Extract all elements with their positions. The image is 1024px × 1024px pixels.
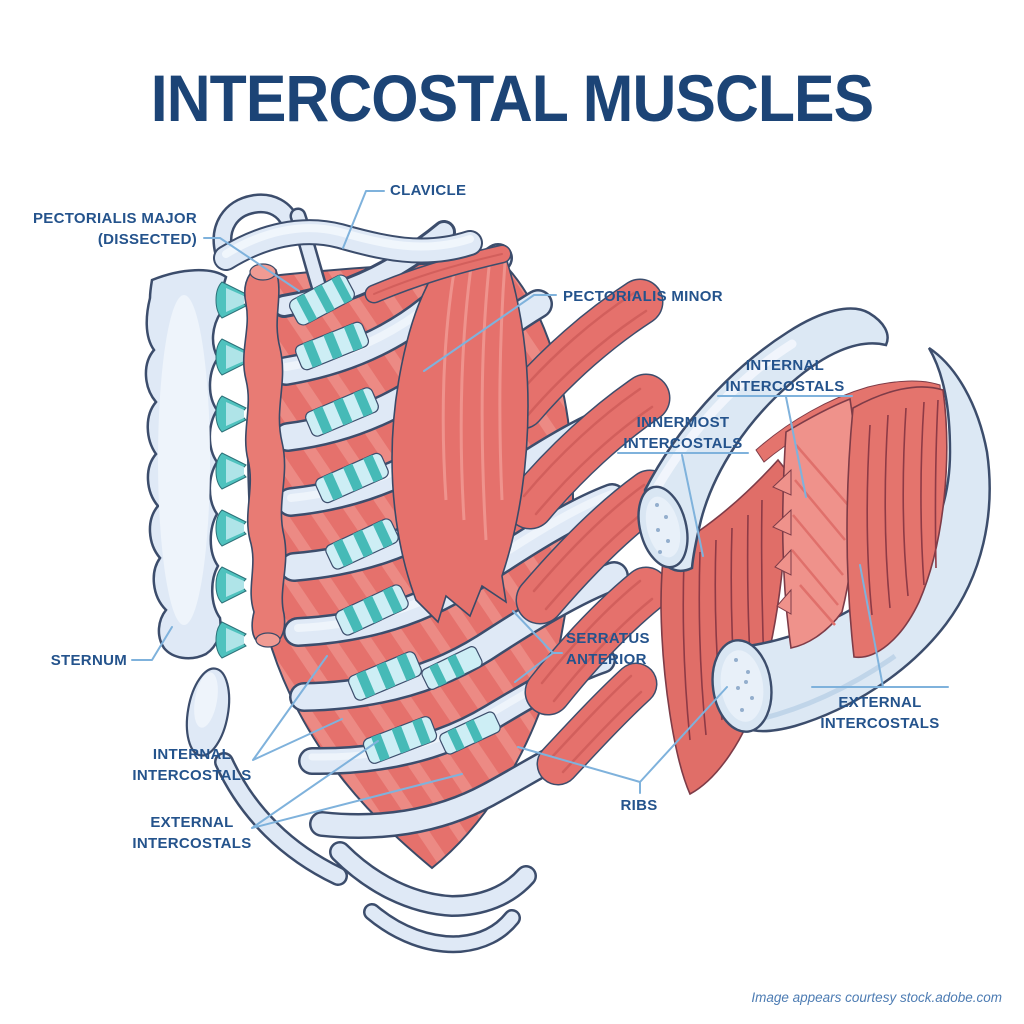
leader-lines xyxy=(131,190,949,829)
label-line: INTERCOSTALS xyxy=(132,835,252,852)
intercostal-inset-figure xyxy=(637,307,991,796)
label-line: SERRATUS xyxy=(566,630,650,647)
label-pectorialis-major: PECTORIALIS MAJOR (DISSECTED) xyxy=(33,208,197,250)
image-credit: Image appears courtesy stock.adobe.com xyxy=(751,990,1002,1005)
upper-rib-bone xyxy=(637,307,889,572)
label-sternum: STERNUM xyxy=(50,652,127,669)
label-pectorialis-minor: PECTORIALIS MINOR xyxy=(563,288,723,305)
serratus-bundles xyxy=(498,278,675,786)
label-line: EXTERNAL xyxy=(838,694,922,711)
label-clavicle: CLAVICLE xyxy=(390,182,467,199)
label-ribs: RIBS xyxy=(620,797,658,814)
ribcage-figure xyxy=(144,193,675,954)
internal-intercostals-muscle xyxy=(772,397,857,649)
label-line: INTERCOSTALS xyxy=(820,715,940,732)
clavicle-bone xyxy=(212,193,512,304)
label-line: INNERMOST xyxy=(636,414,730,431)
label-line: INTERNAL xyxy=(745,357,825,374)
label-line: EXTERNAL xyxy=(150,814,234,831)
label-line: INTERCOSTALS xyxy=(725,378,845,395)
first-rib-cartilage xyxy=(289,274,355,326)
label-line: INTERNAL xyxy=(152,746,232,763)
label-internal-intercostals-inset: INTERNAL INTERCOSTALS xyxy=(725,355,844,397)
label-line: ANTERIOR xyxy=(566,651,647,668)
sternum-bone xyxy=(144,268,231,757)
label-line: INTERCOSTALS xyxy=(623,435,743,452)
pectoralis-minor-muscle xyxy=(391,253,529,624)
cartilage-bands xyxy=(294,321,501,764)
lower-rib-cross-section xyxy=(711,639,773,733)
label-line: PECTORIALIS MAJOR xyxy=(32,210,197,227)
label-innermost-intercostals-inset: INNERMOST INTERCOSTALS xyxy=(623,412,742,454)
label-serratus-anterior: SERRATUS ANTERIOR xyxy=(566,628,650,670)
external-intercostals-muscle xyxy=(846,386,948,659)
label-line: (DISSECTED) xyxy=(97,231,197,248)
pectoralis-major-band xyxy=(242,263,287,648)
label-internal-intercostals-left: INTERNAL INTERCOSTALS xyxy=(132,744,251,786)
cartilage-fans xyxy=(215,281,247,659)
page-title: INTERCOSTAL MUSCLES xyxy=(150,61,874,135)
label-external-intercostals-inset: EXTERNAL INTERCOSTALS xyxy=(820,692,939,734)
label-external-intercostals-left: EXTERNAL INTERCOSTALS xyxy=(132,812,251,854)
label-line: INTERCOSTALS xyxy=(132,767,252,784)
